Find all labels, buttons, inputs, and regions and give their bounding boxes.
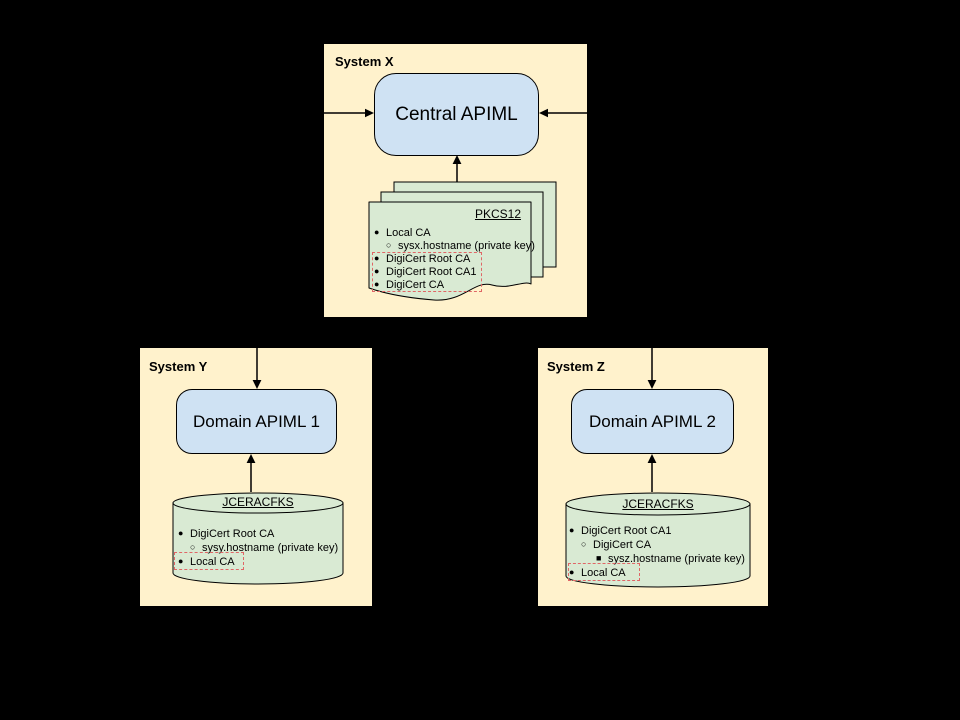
top-inbound-arrow [647, 348, 657, 389]
cert-item: ○ DigiCert CA [569, 537, 745, 551]
system-y-title: System Y [149, 359, 208, 374]
system-z-box: System Z Domain APIML 2 JCERACFKS ● DigiC… [537, 347, 769, 607]
cert-item: ○ sysy.hostname (private key) [178, 540, 338, 554]
local-ca-highlight-box [174, 552, 244, 570]
system-x-title: System X [335, 54, 394, 69]
bullet-circle-icon: ○ [190, 542, 196, 552]
cert-item: ○ sysx.hostname (private key) [374, 239, 535, 252]
system-z-shapes [565, 348, 751, 588]
cert-text: DigiCert Root CA1 [386, 266, 477, 278]
keystore-to-domain-arrow [647, 454, 657, 492]
bullet-disc-icon: ● [569, 525, 575, 535]
cert-text: Local CA [386, 227, 431, 239]
jceracfks-cert-list: ● DigiCert Root CA ○ sysy.hostname (privat… [178, 526, 338, 568]
bullet-disc-icon: ● [178, 528, 184, 538]
local-ca-highlight-box [568, 563, 640, 581]
bullet-disc-icon: ● [569, 567, 575, 577]
jceracfks-cylinder [172, 492, 344, 585]
cert-item: ● Local CA [374, 226, 535, 239]
cert-text: Local CA [581, 567, 626, 579]
keystore-to-central-arrow [452, 155, 462, 183]
cert-item: ● DigiCert Root CA1 [374, 265, 535, 278]
domain-apiml-1-node: Domain APIML 1 [176, 389, 337, 454]
pkcs12-title: PKCS12 [474, 207, 521, 221]
central-apiml-label: Central APIML [395, 103, 518, 125]
bullet-disc-icon: ● [178, 556, 184, 566]
jceracfks-cylinder [565, 492, 751, 588]
digicert-highlight-box [372, 252, 482, 292]
cylinder-body [172, 503, 344, 585]
cert-item: ● Local CA [569, 565, 745, 579]
jceracfks-cert-list: ● DigiCert Root CA1 ○ DigiCert CA ■ sysz.ho… [569, 523, 745, 579]
cert-text: DigiCert CA [593, 539, 652, 551]
cert-text: sysz.hostname (private key) [608, 553, 745, 565]
bullet-square-icon: ■ [596, 553, 602, 563]
domain-apiml-2-node: Domain APIML 2 [571, 389, 734, 454]
central-apiml-node: Central APIML [374, 73, 539, 156]
cert-text: sysx.hostname (private key) [398, 240, 535, 252]
bullet-disc-icon: ● [374, 253, 380, 263]
bullet-disc-icon: ● [374, 279, 380, 289]
domain-apiml-2-label: Domain APIML 2 [589, 411, 716, 431]
system-x-shapes [324, 108, 587, 301]
cert-item: ● DigiCert Root CA1 [569, 523, 745, 537]
cert-text: DigiCert CA [386, 279, 445, 291]
bullet-circle-icon: ○ [386, 240, 392, 250]
cylinder-top [565, 492, 751, 516]
domain-apiml-1-label: Domain APIML 1 [193, 411, 320, 431]
bullet-disc-icon: ● [374, 266, 380, 276]
cylinder-top [172, 492, 344, 514]
top-inbound-arrow [252, 348, 262, 389]
system-y-shapes [172, 348, 344, 585]
cert-text: sysy.hostname (private key) [202, 542, 339, 554]
pkcs12-cert-list: ● Local CA ○ sysx.hostname (private key) ●… [374, 226, 535, 291]
jceracfks-title: JCERACFKS [222, 495, 294, 509]
bullet-circle-icon: ○ [581, 539, 587, 549]
bullet-disc-icon: ● [374, 227, 380, 237]
right-inbound-arrow [539, 108, 587, 118]
system-y-box: System Y Domain APIML 1 JCERACFKS ● DigiC… [139, 347, 373, 607]
cert-text: DigiCert Root CA [190, 528, 275, 540]
cert-item: ● DigiCert CA [374, 278, 535, 291]
keystore-to-domain-arrow [246, 454, 256, 492]
jceracfks-title: JCERACFKS [622, 497, 694, 511]
cert-item: ● Local CA [178, 554, 338, 568]
cert-text: Local CA [190, 556, 235, 568]
left-inbound-arrow [324, 108, 374, 118]
system-z-title: System Z [547, 359, 605, 374]
cert-text: DigiCert Root CA1 [581, 525, 672, 537]
system-x-box: System X Central APIML PKCS12 ● Local CA … [323, 43, 588, 318]
cert-item: ■ sysz.hostname (private key) [569, 551, 745, 565]
cert-item: ● DigiCert Root CA [374, 252, 535, 265]
cert-item: ● DigiCert Root CA [178, 526, 338, 540]
cert-text: DigiCert Root CA [386, 253, 471, 265]
pkcs12-stack [368, 181, 557, 301]
